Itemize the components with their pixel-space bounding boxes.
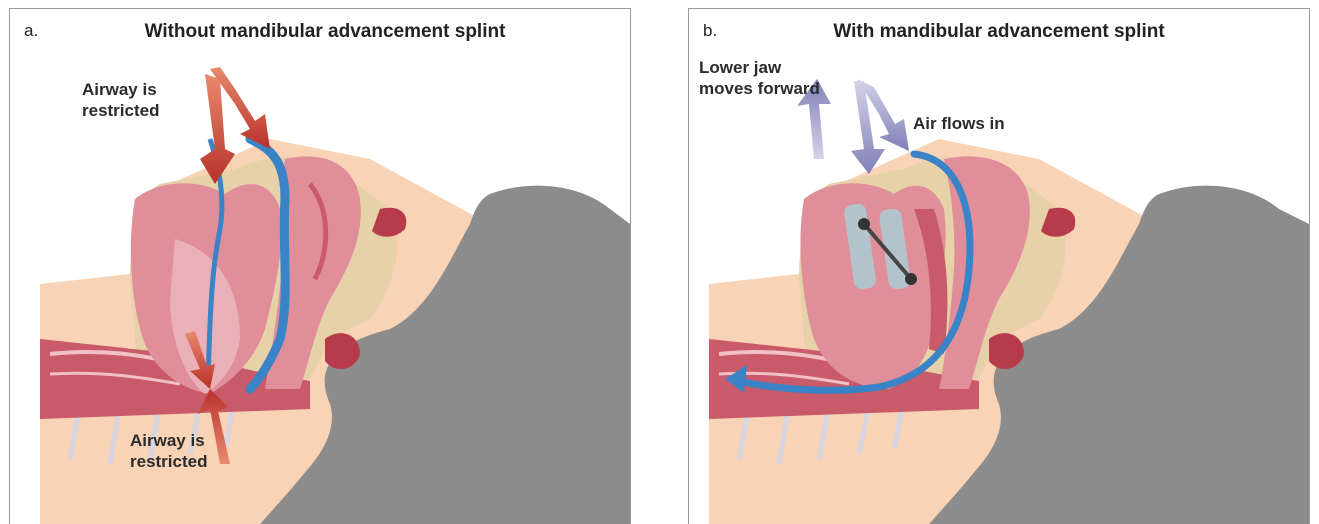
label-airway-restricted-top: Airway is restricted [82, 79, 202, 121]
panel-title: With mandibular advancement splint [689, 21, 1309, 43]
label-air-flows-in: Air flows in [913, 113, 1053, 134]
label-lower-jaw: Lower jaw moves forward [699, 57, 834, 99]
panel-b: b. With mandibular advancement splint Lo… [688, 8, 1310, 524]
splint-joint-top [858, 218, 870, 230]
label-airway-restricted-bottom: Airway is restricted [130, 430, 250, 472]
panel-a: a. Without mandibular advancement splint… [9, 8, 631, 524]
splint-joint-bottom [905, 273, 917, 285]
panel-title: Without mandibular advancement splint [10, 21, 630, 43]
